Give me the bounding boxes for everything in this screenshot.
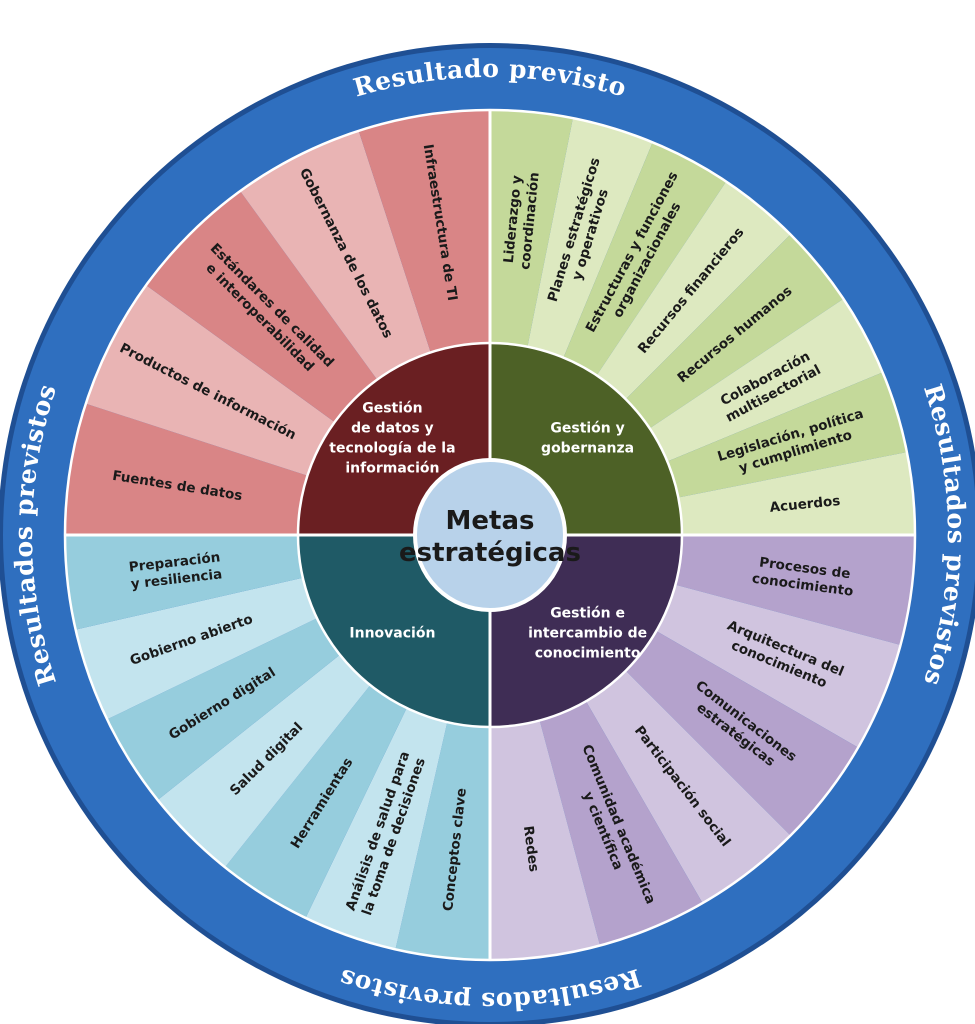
quadrant-label-line: conocimiento <box>535 646 641 662</box>
center-title-line: estratégicas <box>399 538 581 568</box>
segment-estandares-de-calidad-e-interoperabilidad-wedge <box>146 191 378 423</box>
quadrant-label-line: Innovación <box>349 626 435 642</box>
segment-legislacion-politica-y-cumplimiento-wedge <box>667 372 907 498</box>
segment-recursos-financieros-wedge <box>596 181 791 400</box>
segment-colaboracion-multisectorial-wedge <box>649 298 883 462</box>
segment-productos-de-informacion-wedge <box>85 285 335 476</box>
quadrant-label-line: intercambio de <box>528 626 647 642</box>
segments-outline <box>63 108 917 962</box>
segment-gobierno-digital-wedge <box>107 618 340 800</box>
segment-planes-estrategicos-y-operativos-wedge <box>527 118 653 358</box>
quadrant-label-line: de datos y <box>351 420 434 436</box>
segment-acuerdos-line: Acuerdos <box>769 493 841 516</box>
segment-estructuras-y-funciones-organizacionales-wedge <box>563 142 727 376</box>
quadrant-label-innovacion: Innovación <box>349 626 435 642</box>
quadrant-label-line: Gestión <box>362 400 422 416</box>
segment-salud-digital-wedge <box>157 654 371 868</box>
segment-acuerdos: Acuerdos <box>769 493 841 516</box>
quadrant-label-conocimiento: Gestión e intercambio de conocimiento <box>528 606 647 662</box>
segment-redes-wedge <box>490 720 600 960</box>
segment-preparacion-y-resiliencia-wedge <box>65 535 303 630</box>
quadrant-label-datos: Gestión de datos y tecnología de la informa… <box>329 400 455 476</box>
quadrant-label-line: Gestión e <box>550 606 625 622</box>
segment-liderazgo-y-coordinacion-wedge <box>490 110 573 347</box>
quadrant-label-line: gobernanza <box>541 440 634 456</box>
segment-comunidad-academica-y-cientifica-wedge <box>539 701 703 946</box>
segment-analisis-de-salud-para-la-toma-de-decisiones-wedge <box>305 707 448 950</box>
segment-conceptos-clave-wedge <box>395 722 490 960</box>
quadrant-label-line: información <box>345 460 439 476</box>
segment-gobernanza-de-los-datos-wedge <box>240 130 431 380</box>
center-title-line: Metas <box>446 506 535 536</box>
segment-redes-line: Redes <box>520 825 542 873</box>
segment-redes: Redes <box>520 825 542 873</box>
segment-procesos-de-conocimiento-wedge <box>675 535 915 645</box>
quadrant-label-gobernanza: Gestión y gobernanza <box>541 420 634 456</box>
segment-gobierno-abierto-wedge <box>75 577 318 720</box>
segment-participacion-social-wedge <box>586 670 791 904</box>
segment-infraestructura-de-ti-wedge <box>358 110 490 353</box>
segment-arquitectura-del-conocimiento-wedge <box>656 584 901 748</box>
quadrant-label-line: Gestión y <box>550 420 624 436</box>
segment-herramientas-wedge <box>225 685 407 918</box>
segment-recursos-humanos-wedge <box>625 234 844 429</box>
segment-acuerdos-wedge <box>678 452 915 535</box>
segment-comunicaciones-estrategicas-wedge <box>625 631 859 836</box>
core-outline <box>296 341 684 729</box>
segment-fuentes-de-datos-wedge <box>65 403 308 535</box>
center-circle <box>413 458 567 612</box>
quadrant-label-line: tecnología de la <box>329 440 455 456</box>
